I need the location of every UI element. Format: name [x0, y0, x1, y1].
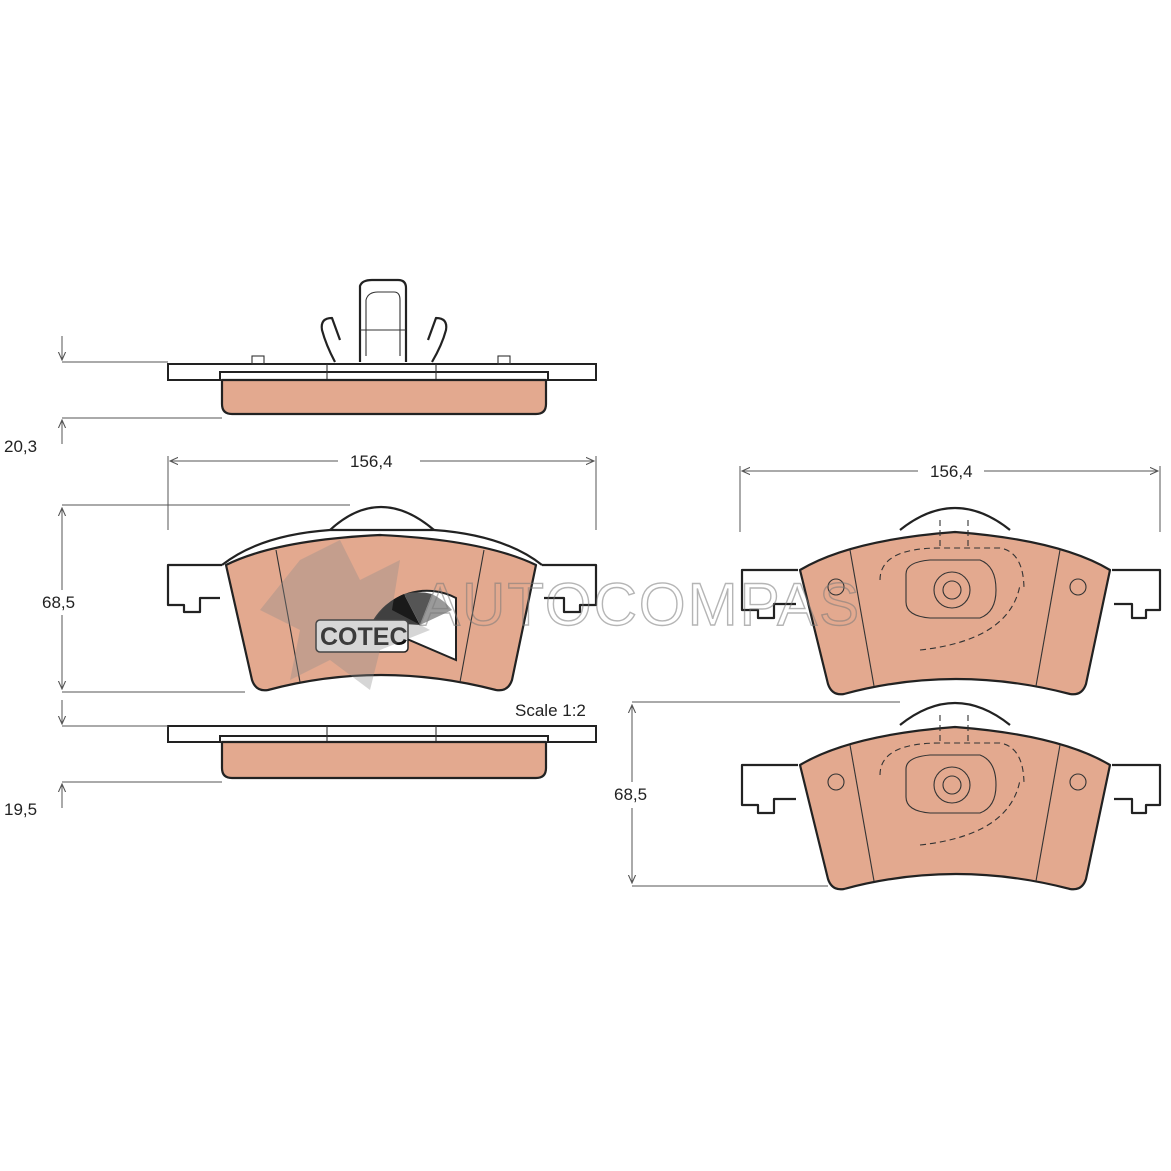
- width-label-right: 156,4: [930, 462, 973, 481]
- watermark-emblem-icon: [260, 540, 430, 690]
- width-dimension-left: 156,4: [167, 452, 597, 530]
- thickness-label-bottom: 19,5: [4, 800, 37, 819]
- height-label-left: 68,5: [42, 593, 75, 612]
- height-label-right: 68,5: [614, 785, 647, 804]
- height-dimension-left: 68,5: [42, 504, 350, 693]
- cotec-logo-text: COTEC: [320, 623, 408, 651]
- watermark: AUTOCOMPAS: [260, 540, 861, 690]
- thickness-dimension-top: 20,3: [4, 336, 222, 456]
- backing-plate: [167, 363, 597, 381]
- watermark-text: AUTOCOMPAS: [420, 571, 861, 638]
- pad-front-left: COTEC: [166, 505, 598, 692]
- thickness-label-top: 20,3: [4, 437, 37, 456]
- width-dimension-right: 156,4: [739, 462, 1161, 532]
- backing-plate-outline-left: [166, 563, 222, 614]
- side-view-top: [167, 278, 597, 416]
- friction-lining-side-bottom: [220, 740, 548, 780]
- cotec-logo-icon: COTEC: [315, 589, 457, 662]
- scale-label: Scale 1:2: [515, 701, 586, 720]
- height-dimension-right: 68,5: [614, 701, 900, 887]
- pad-front-right-bottom: [740, 701, 1162, 891]
- width-label-left: 156,4: [350, 452, 393, 471]
- friction-lining-side: [220, 378, 548, 416]
- side-view-bottom: [167, 725, 597, 780]
- spring-clip-icon: [320, 278, 448, 363]
- friction-lining-right-top: [798, 530, 1112, 696]
- thickness-dimension-bottom: 19,5: [4, 700, 222, 819]
- friction-lining-right-bottom: [798, 725, 1112, 891]
- pad-front-right-top: [740, 506, 1162, 696]
